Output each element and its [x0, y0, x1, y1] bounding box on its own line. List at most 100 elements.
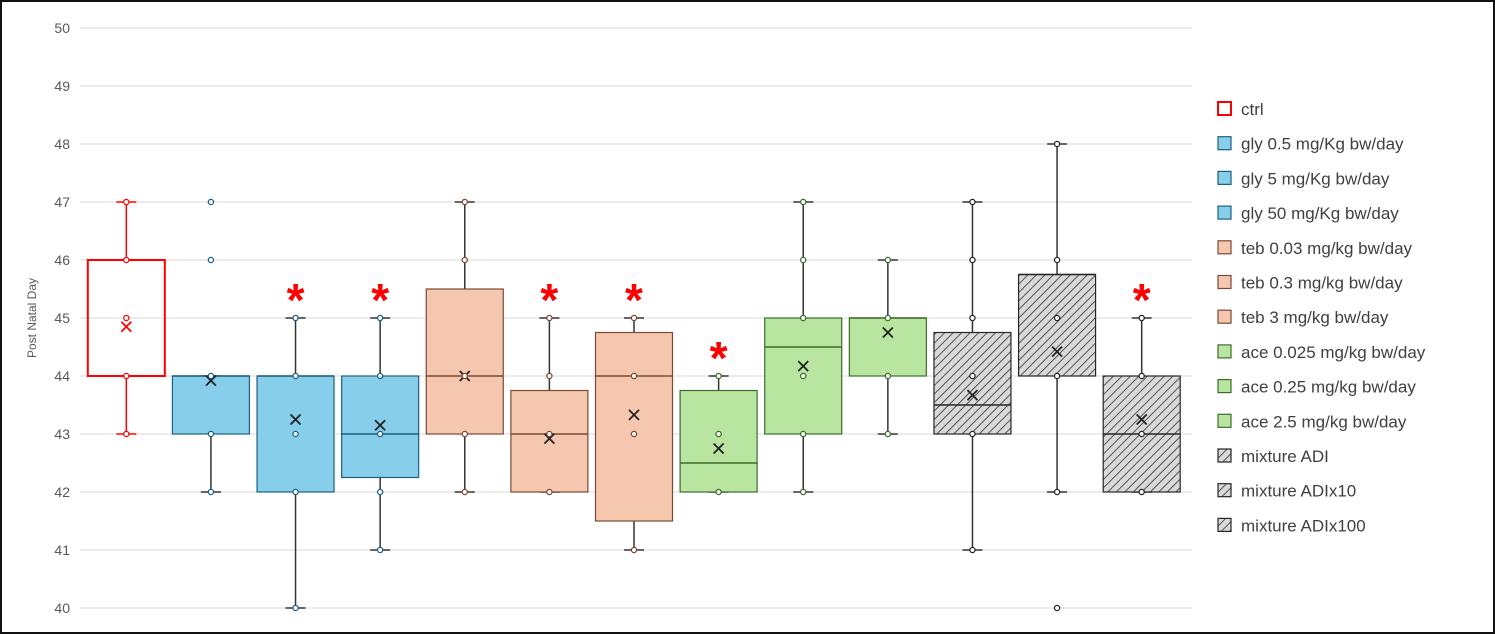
- data-point: [799, 314, 807, 322]
- legend-item: ctrl: [1217, 100, 1264, 119]
- data-point: [546, 488, 553, 496]
- data-point: [969, 546, 976, 554]
- data-point: [376, 488, 384, 496]
- box-teb: *: [594, 274, 674, 554]
- data-point: [630, 546, 638, 554]
- data-point: [799, 198, 807, 206]
- box-iqr: [1017, 273, 1097, 377]
- y-tick-label: 41: [54, 542, 70, 558]
- data-point: [799, 256, 807, 264]
- legend-swatch: [1217, 413, 1232, 428]
- data-point: [123, 256, 130, 264]
- y-tick-label: 49: [54, 78, 70, 94]
- data-point: [376, 430, 384, 438]
- data-point: [461, 488, 469, 496]
- data-point: [292, 314, 299, 322]
- legend-swatch: [1217, 344, 1232, 359]
- box-gly: *: [341, 274, 420, 554]
- legend-label: gly 5 mg/Kg bw/day: [1241, 169, 1390, 188]
- mean-marker: [797, 360, 809, 372]
- mean-marker: [628, 409, 640, 421]
- data-point: [799, 488, 807, 496]
- legend-swatch: [1217, 205, 1232, 220]
- data-point: [630, 372, 638, 380]
- data-point: [546, 430, 553, 438]
- box-gly: *: [256, 274, 335, 612]
- data-point: [969, 314, 976, 322]
- data-point: [969, 430, 976, 438]
- legend-swatch: [1217, 240, 1232, 255]
- data-point: [630, 314, 638, 322]
- legend-label: ctrl: [1241, 100, 1264, 119]
- box-ace: *: [679, 332, 758, 496]
- legend-label: ace 2.5 mg/kg bw/day: [1241, 412, 1407, 431]
- box-gly: [171, 198, 251, 496]
- data-point: [546, 314, 553, 322]
- data-point: [123, 372, 130, 380]
- legend-item: teb 0.03 mg/kg bw/day: [1217, 239, 1413, 258]
- data-point: [884, 372, 892, 380]
- legend-item: mixture ADI: [1217, 447, 1329, 466]
- outlier-point: [207, 256, 215, 264]
- y-tick-label: 45: [54, 310, 70, 326]
- mean-marker: [882, 326, 894, 339]
- y-tick-label: 40: [54, 600, 70, 616]
- mean-marker: [1051, 346, 1063, 358]
- mean-marker: [1136, 413, 1148, 426]
- legend-swatch: [1217, 101, 1232, 116]
- mean-marker: [543, 433, 556, 445]
- data-point: [1053, 488, 1061, 496]
- box-iqr: [848, 317, 927, 377]
- data-point: [1053, 140, 1061, 148]
- legend-label: mixture ADI: [1241, 447, 1329, 466]
- data-point: [715, 430, 722, 438]
- significance-star: *: [1133, 274, 1151, 326]
- data-point: [884, 256, 892, 264]
- box-ctrl: [86, 198, 166, 438]
- legend-label: mixture ADIx100: [1241, 516, 1366, 535]
- legend-swatch: [1217, 517, 1232, 533]
- data-point: [884, 430, 892, 438]
- y-tick-label: 42: [54, 484, 70, 500]
- box-iqr: [341, 375, 420, 479]
- y-tick-label: 50: [54, 20, 70, 36]
- data-point: [376, 314, 384, 322]
- legend-swatch: [1217, 483, 1232, 498]
- data-point: [461, 430, 469, 438]
- significance-star: *: [710, 332, 728, 384]
- box-teb: *: [510, 274, 589, 496]
- legend-item: gly 5 mg/Kg bw/day: [1217, 169, 1390, 188]
- legend-item: mixture ADIx100: [1217, 516, 1366, 535]
- data-point: [292, 488, 299, 496]
- box-ace: [764, 198, 843, 496]
- y-tick-label: 47: [54, 194, 70, 210]
- outlier-point: [207, 198, 215, 206]
- mean-marker: [966, 389, 979, 401]
- data-point: [969, 256, 976, 264]
- data-point: [292, 430, 299, 438]
- box-mix: *: [1102, 274, 1181, 496]
- data-point: [969, 198, 976, 206]
- legend-label: ace 0.25 mg/kg bw/day: [1241, 378, 1416, 397]
- legend-item: ace 2.5 mg/kg bw/day: [1217, 412, 1407, 431]
- legend-item: ace 0.025 mg/kg bw/day: [1217, 343, 1426, 362]
- legend-item: gly 0.5 mg/Kg bw/day: [1217, 135, 1404, 154]
- data-point: [1138, 488, 1145, 496]
- outlier-point: [1053, 604, 1061, 612]
- data-point: [1138, 430, 1145, 438]
- legend-item: mixture ADIx10: [1217, 482, 1356, 501]
- legend-item: teb 3 mg/kg bw/day: [1217, 308, 1389, 327]
- data-point: [376, 546, 384, 554]
- data-point: [207, 372, 215, 380]
- legend-swatch: [1217, 274, 1232, 290]
- box-iqr: [679, 389, 758, 493]
- legend-swatch: [1217, 448, 1232, 463]
- mean-marker: [289, 413, 302, 426]
- data-point: [630, 430, 638, 438]
- data-point: [546, 372, 553, 380]
- legend-label: teb 3 mg/kg bw/day: [1241, 308, 1389, 327]
- box-iqr: [594, 331, 674, 522]
- data-point: [123, 198, 130, 206]
- legend-item: gly 50 mg/Kg bw/day: [1217, 204, 1399, 223]
